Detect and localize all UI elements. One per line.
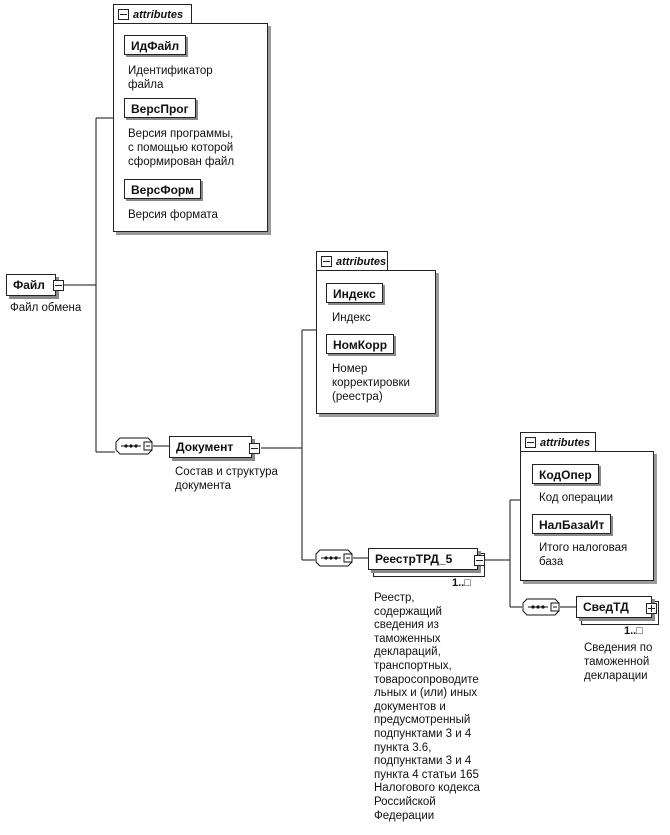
sequence-compositor-icon[interactable] [115,437,153,455]
attribute-versform-desc: Версия формата [128,209,218,221]
attribute-index[interactable]: Индекс [326,283,383,303]
attribute-index-desc: Индекс [332,312,371,324]
infinity-icon: □ [464,577,471,589]
registry-multiplicity: 1..□ [452,577,471,589]
attribute-versprog[interactable]: ВерсПрог [124,98,196,118]
file-attributes-group: ИдФайл Идентификатор файла ВерсПрог Верс… [113,23,268,232]
collapse-icon[interactable] [474,555,485,566]
attribute-kodoper-desc: Код операции [539,492,613,504]
element-file[interactable]: Файл [6,274,56,296]
customs-multiplicity: 1..□ [624,625,643,637]
collapse-icon[interactable] [321,256,332,267]
attribute-kodoper[interactable]: КодОпер [532,464,599,484]
infinity-icon: □ [636,625,643,637]
sequence-compositor-icon[interactable] [315,549,353,567]
attribute-nalbazait-desc: Итого налоговая база [539,542,628,568]
attribute-nomkorr[interactable]: НомКорр [326,334,395,354]
element-file-desc: Файл обмена [10,302,82,314]
element-registry-desc: Реестр, содержащий сведения из таможенны… [374,592,480,822]
document-attributes-group: Индекс Индекс НомКорр Номер корректировк… [316,270,436,414]
collapse-icon[interactable] [53,280,64,291]
attribute-idfile-desc: Идентификатор файла [128,65,213,91]
registry-attributes-group: КодОпер Код операции НалБазаИт Итого нал… [520,451,654,581]
attribute-nomkorr-desc: Номер корректировки (реестра) [332,363,410,403]
element-registry[interactable]: РеестрТРД_5 [368,548,478,570]
registry-attributes-header: attributes [520,432,596,452]
element-document[interactable]: Документ [169,436,252,458]
element-customs-desc: Сведения по таможенной декларации [584,642,653,682]
document-attributes-header: attributes [316,251,388,271]
attribute-versform[interactable]: ВерсФорм [124,179,201,199]
attribute-versprog-desc: Версия программы, с помощью которой сфор… [128,128,235,168]
collapse-icon[interactable] [525,437,536,448]
element-document-desc: Состав и структура документа [175,466,278,492]
attribute-nalbazait[interactable]: НалБазаИт [532,514,612,534]
collapse-icon[interactable] [249,443,260,454]
element-customs[interactable]: СведТД [576,596,652,618]
attribute-idfile[interactable]: ИдФайл [124,35,187,55]
file-attributes-header: attributes [113,4,192,24]
sequence-compositor-icon[interactable] [522,598,560,616]
collapse-icon[interactable] [118,9,129,20]
expand-icon[interactable] [646,603,657,614]
